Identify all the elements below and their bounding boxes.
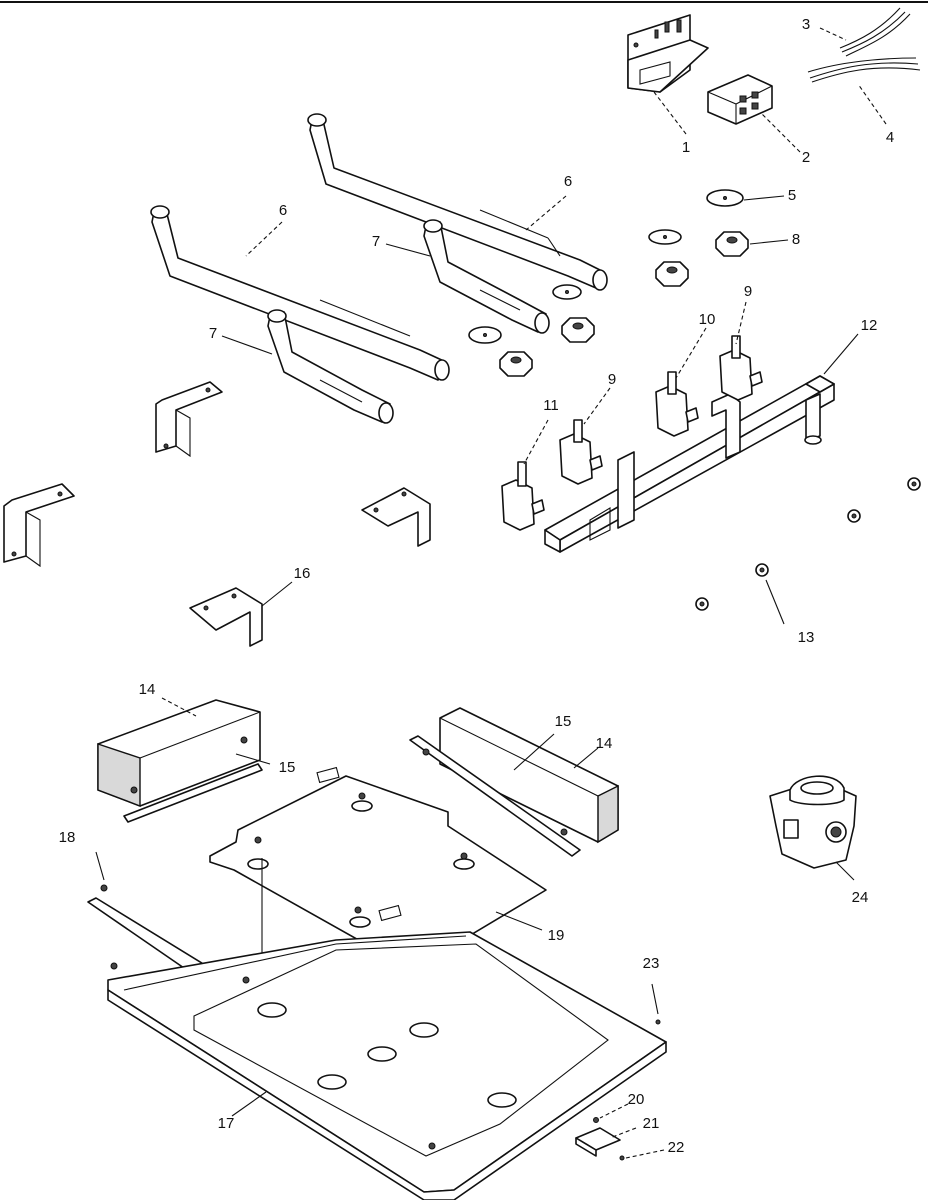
- part-22-screw[interactable]: [619, 1155, 625, 1161]
- part-5-orifice-disc[interactable]: [468, 189, 744, 344]
- callout-9b: 9: [608, 371, 616, 388]
- part-8-hex-nut[interactable]: [499, 231, 749, 377]
- callout-21: 21: [643, 1115, 660, 1132]
- part-14-burner-cover-right[interactable]: [439, 707, 619, 844]
- callout-24: 24: [852, 889, 869, 906]
- part-21-clip[interactable]: [575, 1127, 621, 1157]
- part-20-screw[interactable]: [593, 1117, 599, 1123]
- callout-13: 13: [798, 629, 815, 646]
- part-2-terminal-block[interactable]: [707, 74, 773, 125]
- callout-17: 17: [218, 1115, 235, 1132]
- part-11-valve[interactable]: [501, 461, 545, 531]
- part-4-wire[interactable]: [807, 57, 921, 83]
- part-7-burner-tube-lower[interactable]: [267, 309, 394, 424]
- callout-5: 5: [788, 187, 796, 204]
- callout-23: 23: [643, 955, 660, 972]
- callout-18: 18: [59, 829, 76, 846]
- callout-14a: 14: [139, 681, 156, 698]
- part-14-burner-cover-left[interactable]: [97, 699, 261, 808]
- part-17-base-pan[interactable]: [107, 931, 667, 1200]
- part-9-valve-left[interactable]: [559, 419, 603, 485]
- part-1-bracket[interactable]: [627, 14, 709, 93]
- part-3-wire[interactable]: [839, 7, 911, 57]
- part-10-valve[interactable]: [655, 371, 699, 437]
- part-13-screw[interactable]: [695, 477, 921, 611]
- callout-20: 20: [628, 1091, 645, 1108]
- callout-10: 10: [699, 311, 716, 328]
- part-24-pressure-regulator[interactable]: [769, 775, 857, 869]
- part-15-rail-left[interactable]: [123, 736, 263, 823]
- part-16-burner-bracket[interactable]: [155, 381, 223, 458]
- callout-9a: 9: [744, 283, 752, 300]
- callout-3: 3: [802, 16, 810, 33]
- part-9-valve-right[interactable]: [719, 335, 763, 401]
- callout-7a: 7: [372, 233, 380, 250]
- callout-8: 8: [792, 231, 800, 248]
- part-16-burner-bracket[interactable]: [361, 487, 431, 547]
- leader-lines: [95, 27, 887, 1159]
- callout-2: 2: [802, 149, 810, 166]
- callout-15a: 15: [279, 759, 296, 776]
- part-7-burner-tube-upper[interactable]: [423, 219, 550, 334]
- callout-1: 1: [682, 139, 690, 156]
- callout-4: 4: [886, 129, 894, 146]
- part-6-burner-tube-upper[interactable]: [307, 113, 608, 291]
- callout-7b: 7: [209, 325, 217, 342]
- callout-14b: 14: [596, 735, 613, 752]
- callout-19: 19: [548, 927, 565, 944]
- callout-15b: 15: [555, 713, 572, 730]
- callout-22: 22: [668, 1139, 685, 1156]
- callout-12: 12: [861, 317, 878, 334]
- callout-6b: 6: [279, 202, 287, 219]
- callout-labels: 1 2 3 4 5 6 6 7 7 8 9 9 10 11 12 13 14 1…: [59, 16, 895, 1156]
- callout-16: 16: [294, 565, 311, 582]
- callout-6a: 6: [564, 173, 572, 190]
- part-15-rail-right[interactable]: [409, 735, 581, 857]
- part-16-burner-bracket[interactable]: [3, 483, 75, 568]
- callout-11: 11: [543, 397, 559, 414]
- part-6-burner-tube-lower[interactable]: [150, 205, 450, 381]
- part-19-heat-shield-plate[interactable]: [209, 766, 547, 971]
- part-12-manifold[interactable]: [544, 375, 835, 553]
- part-16-burner-bracket[interactable]: [189, 587, 263, 647]
